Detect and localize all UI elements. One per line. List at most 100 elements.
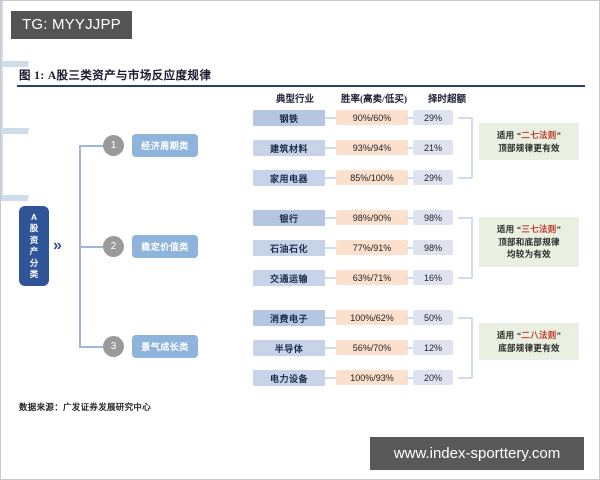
connector-dash	[407, 177, 414, 179]
group-bracket-arm-1-0	[1, 62, 28, 64]
excess-cell: 16%	[413, 270, 453, 285]
connector-dash	[325, 117, 337, 119]
note-box-3: 适用 “二八法则” 底部规律更有效	[479, 323, 579, 360]
industry-box: 银行	[253, 210, 325, 226]
group-label-1: 经济周期类	[132, 134, 198, 157]
industry-box: 钢铁	[253, 110, 325, 126]
connector-dash	[325, 347, 337, 349]
note-bracket-top-1	[458, 117, 472, 119]
connector-dash	[325, 217, 337, 219]
connector-dash	[325, 177, 337, 179]
group-bracket-vertical-3	[1, 134, 3, 195]
winrate-cell: 100%/93%	[336, 370, 408, 385]
winrate-cell: 100%/62%	[336, 310, 408, 325]
connector-dash	[325, 377, 337, 379]
watermark-url: www.index-sporttery.com	[370, 437, 584, 470]
title-divider	[17, 85, 585, 87]
group-label-2: 稳定价值类	[132, 235, 198, 258]
group-number-2: 2	[103, 236, 124, 257]
group-bracket-stem-1	[1, 61, 29, 63]
connector-dash	[325, 317, 337, 319]
excess-cell: 20%	[413, 370, 453, 385]
excess-cell: 29%	[413, 170, 453, 185]
connector-dash	[407, 317, 414, 319]
winrate-cell: 56%/70%	[336, 340, 408, 355]
double-chevron-icon: »	[53, 237, 62, 254]
industry-box: 消费电子	[253, 310, 325, 326]
column-header-excess: 择时超额	[427, 95, 466, 105]
column-header-winrate: 胜率(高卖/低买)	[341, 95, 407, 105]
group-bracket-vertical-1	[1, 1, 3, 61]
industry-box: 交通运输	[253, 270, 325, 286]
excess-cell: 29%	[413, 110, 453, 125]
excess-cell: 50%	[413, 310, 453, 325]
note-suffix: ”	[556, 224, 562, 234]
connector-dash	[407, 347, 414, 349]
trunk-branch-line-2	[79, 246, 103, 248]
winrate-cell: 85%/100%	[336, 170, 408, 185]
data-source-footer: 数据来源：广发证券发展研究中心	[19, 402, 152, 412]
connector-dash	[407, 247, 414, 249]
note-highlight: 二八法则	[521, 330, 557, 340]
note-prefix: 适用 “	[496, 330, 522, 340]
industry-box: 半导体	[253, 340, 325, 356]
group-bracket-stem-3	[1, 195, 29, 197]
connector-dash	[407, 277, 414, 279]
group-bracket-arm-1-1	[1, 64, 28, 66]
group-bracket-arm-2-0	[1, 129, 28, 131]
group-bracket-vertical-2	[1, 67, 3, 128]
connector-dash	[407, 147, 414, 149]
note-bracket-bottom-1	[458, 177, 472, 179]
note-box-1: 适用 “二七法则” 顶部规律更有效	[479, 123, 579, 160]
winrate-cell: 63%/71%	[336, 270, 408, 285]
note-line-2: 顶部规律更有效	[498, 142, 560, 153]
group-number-3: 3	[103, 336, 124, 357]
connector-dash	[407, 377, 414, 379]
group-bracket-arm-3-2	[1, 199, 28, 201]
winrate-cell: 90%/60%	[336, 110, 408, 125]
note-bracket-side-3	[471, 317, 473, 378]
note-bracket-side-1	[471, 117, 473, 178]
winrate-cell: 77%/91%	[336, 240, 408, 255]
tg-tag-badge: TG: MYYJJPP	[11, 11, 132, 39]
note-suffix: ”	[556, 330, 562, 340]
excess-cell: 21%	[413, 140, 453, 155]
group-number-1: 1	[103, 135, 124, 156]
note-bracket-top-2	[458, 217, 472, 219]
industry-box: 石油石化	[253, 240, 325, 256]
note-line-3: 均较为有效	[506, 249, 551, 259]
page-title: 图 1: A股三类资产与市场反应度规律	[19, 70, 212, 82]
connector-dash	[325, 147, 337, 149]
note-prefix: 适用 “	[496, 224, 522, 234]
note-highlight: 三七法则	[521, 224, 557, 234]
note-bracket-side-2	[471, 217, 473, 278]
note-prefix: 适用 “	[496, 130, 522, 140]
note-highlight: 二七法则	[521, 130, 557, 140]
winrate-cell: 93%/94%	[336, 140, 408, 155]
excess-cell: 98%	[413, 210, 453, 225]
industry-box: 家用电器	[253, 170, 325, 186]
column-header-industry: 典型行业	[275, 95, 314, 105]
note-bracket-top-3	[458, 317, 472, 319]
root-node-asset-classification: A股资产分类	[19, 206, 49, 286]
note-bracket-bottom-2	[458, 277, 472, 279]
group-bracket-arm-2-1	[1, 131, 28, 133]
root-node-label: A股资产分类	[29, 211, 39, 280]
note-line-2: 底部规律更有效	[498, 342, 560, 353]
group-label-3: 景气成长类	[132, 335, 198, 358]
trunk-branch-line-1	[79, 145, 103, 147]
winrate-cell: 98%/90%	[336, 210, 408, 225]
connector-dash	[407, 217, 414, 219]
note-suffix: ”	[556, 130, 562, 140]
group-bracket-arm-1-2	[1, 65, 28, 67]
note-bracket-bottom-3	[458, 377, 472, 379]
group-bracket-arm-2-2	[1, 132, 28, 134]
connector-dash	[325, 277, 337, 279]
note-line-2: 顶部和底部规律	[498, 236, 560, 247]
excess-cell: 98%	[413, 240, 453, 255]
note-box-2: 适用 “三七法则” 顶部和底部规律 均较为有效	[479, 217, 579, 267]
industry-box: 电力设备	[253, 370, 325, 386]
group-bracket-stem-2	[1, 128, 29, 130]
trunk-branch-line-3	[79, 346, 103, 348]
